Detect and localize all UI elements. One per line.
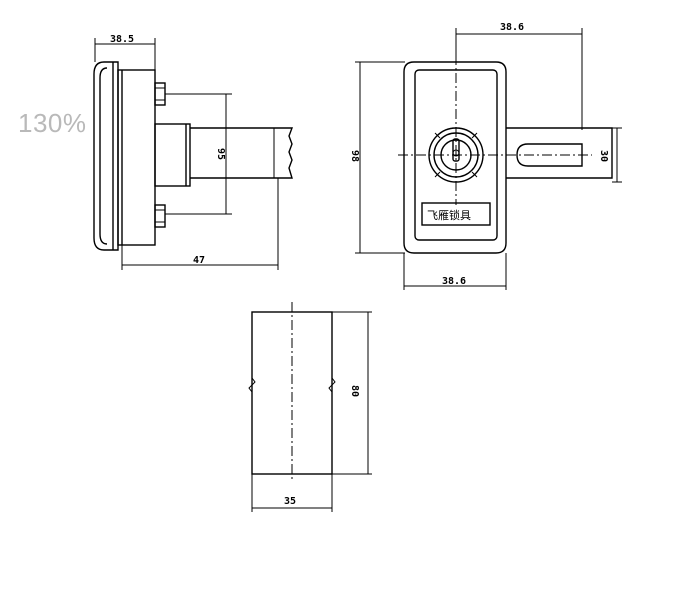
bottom-view: 80 35 bbox=[248, 302, 372, 512]
front-cylinder-notch-3 bbox=[434, 171, 441, 178]
front-right-dim-text: 30 bbox=[598, 150, 609, 162]
front-bottom-dim-text: 38.6 bbox=[442, 276, 466, 287]
front-view: 38.6 98 bbox=[349, 22, 622, 290]
front-cylinder-notch-1 bbox=[434, 132, 441, 139]
side-body-plate bbox=[117, 69, 156, 246]
side-cap-outer bbox=[93, 61, 119, 251]
zoom-level-label: 130% bbox=[18, 108, 87, 138]
bottom-break-right bbox=[328, 377, 336, 393]
side-top-dim-text: 38.5 bbox=[110, 34, 134, 45]
front-top-dim-text: 38.6 bbox=[500, 22, 524, 33]
front-latch-plate bbox=[506, 127, 613, 179]
front-cylinder-notch-2 bbox=[471, 132, 478, 139]
front-keyway-pin bbox=[452, 149, 460, 157]
front-cylinder-outer bbox=[428, 127, 484, 183]
front-latch-slot bbox=[516, 143, 583, 167]
front-keyway bbox=[452, 138, 460, 162]
front-cylinder-core bbox=[440, 139, 472, 171]
front-left-dim-text: 98 bbox=[349, 150, 360, 162]
side-cap-inner-curve bbox=[99, 67, 108, 245]
front-nameplate bbox=[421, 202, 491, 226]
side-bottom-dim-text: 47 bbox=[193, 255, 205, 266]
side-view: 38.5 95 bbox=[93, 34, 294, 270]
side-vert-dim-text: 95 bbox=[215, 148, 226, 160]
front-body-outline bbox=[403, 61, 507, 254]
side-screw-bottom bbox=[154, 204, 166, 228]
front-cylinder-ring bbox=[433, 132, 479, 178]
front-nameplate-text: 飞雁锁具 bbox=[427, 208, 471, 222]
bottom-right-dim-text: 80 bbox=[349, 385, 360, 397]
front-cylinder-notch-4 bbox=[471, 171, 478, 178]
bottom-bottom-dim-text: 35 bbox=[284, 496, 296, 507]
side-screw-top bbox=[154, 82, 166, 106]
side-shaft bbox=[190, 127, 294, 179]
side-cylinder-housing bbox=[154, 123, 191, 187]
bottom-break-left bbox=[248, 377, 256, 393]
